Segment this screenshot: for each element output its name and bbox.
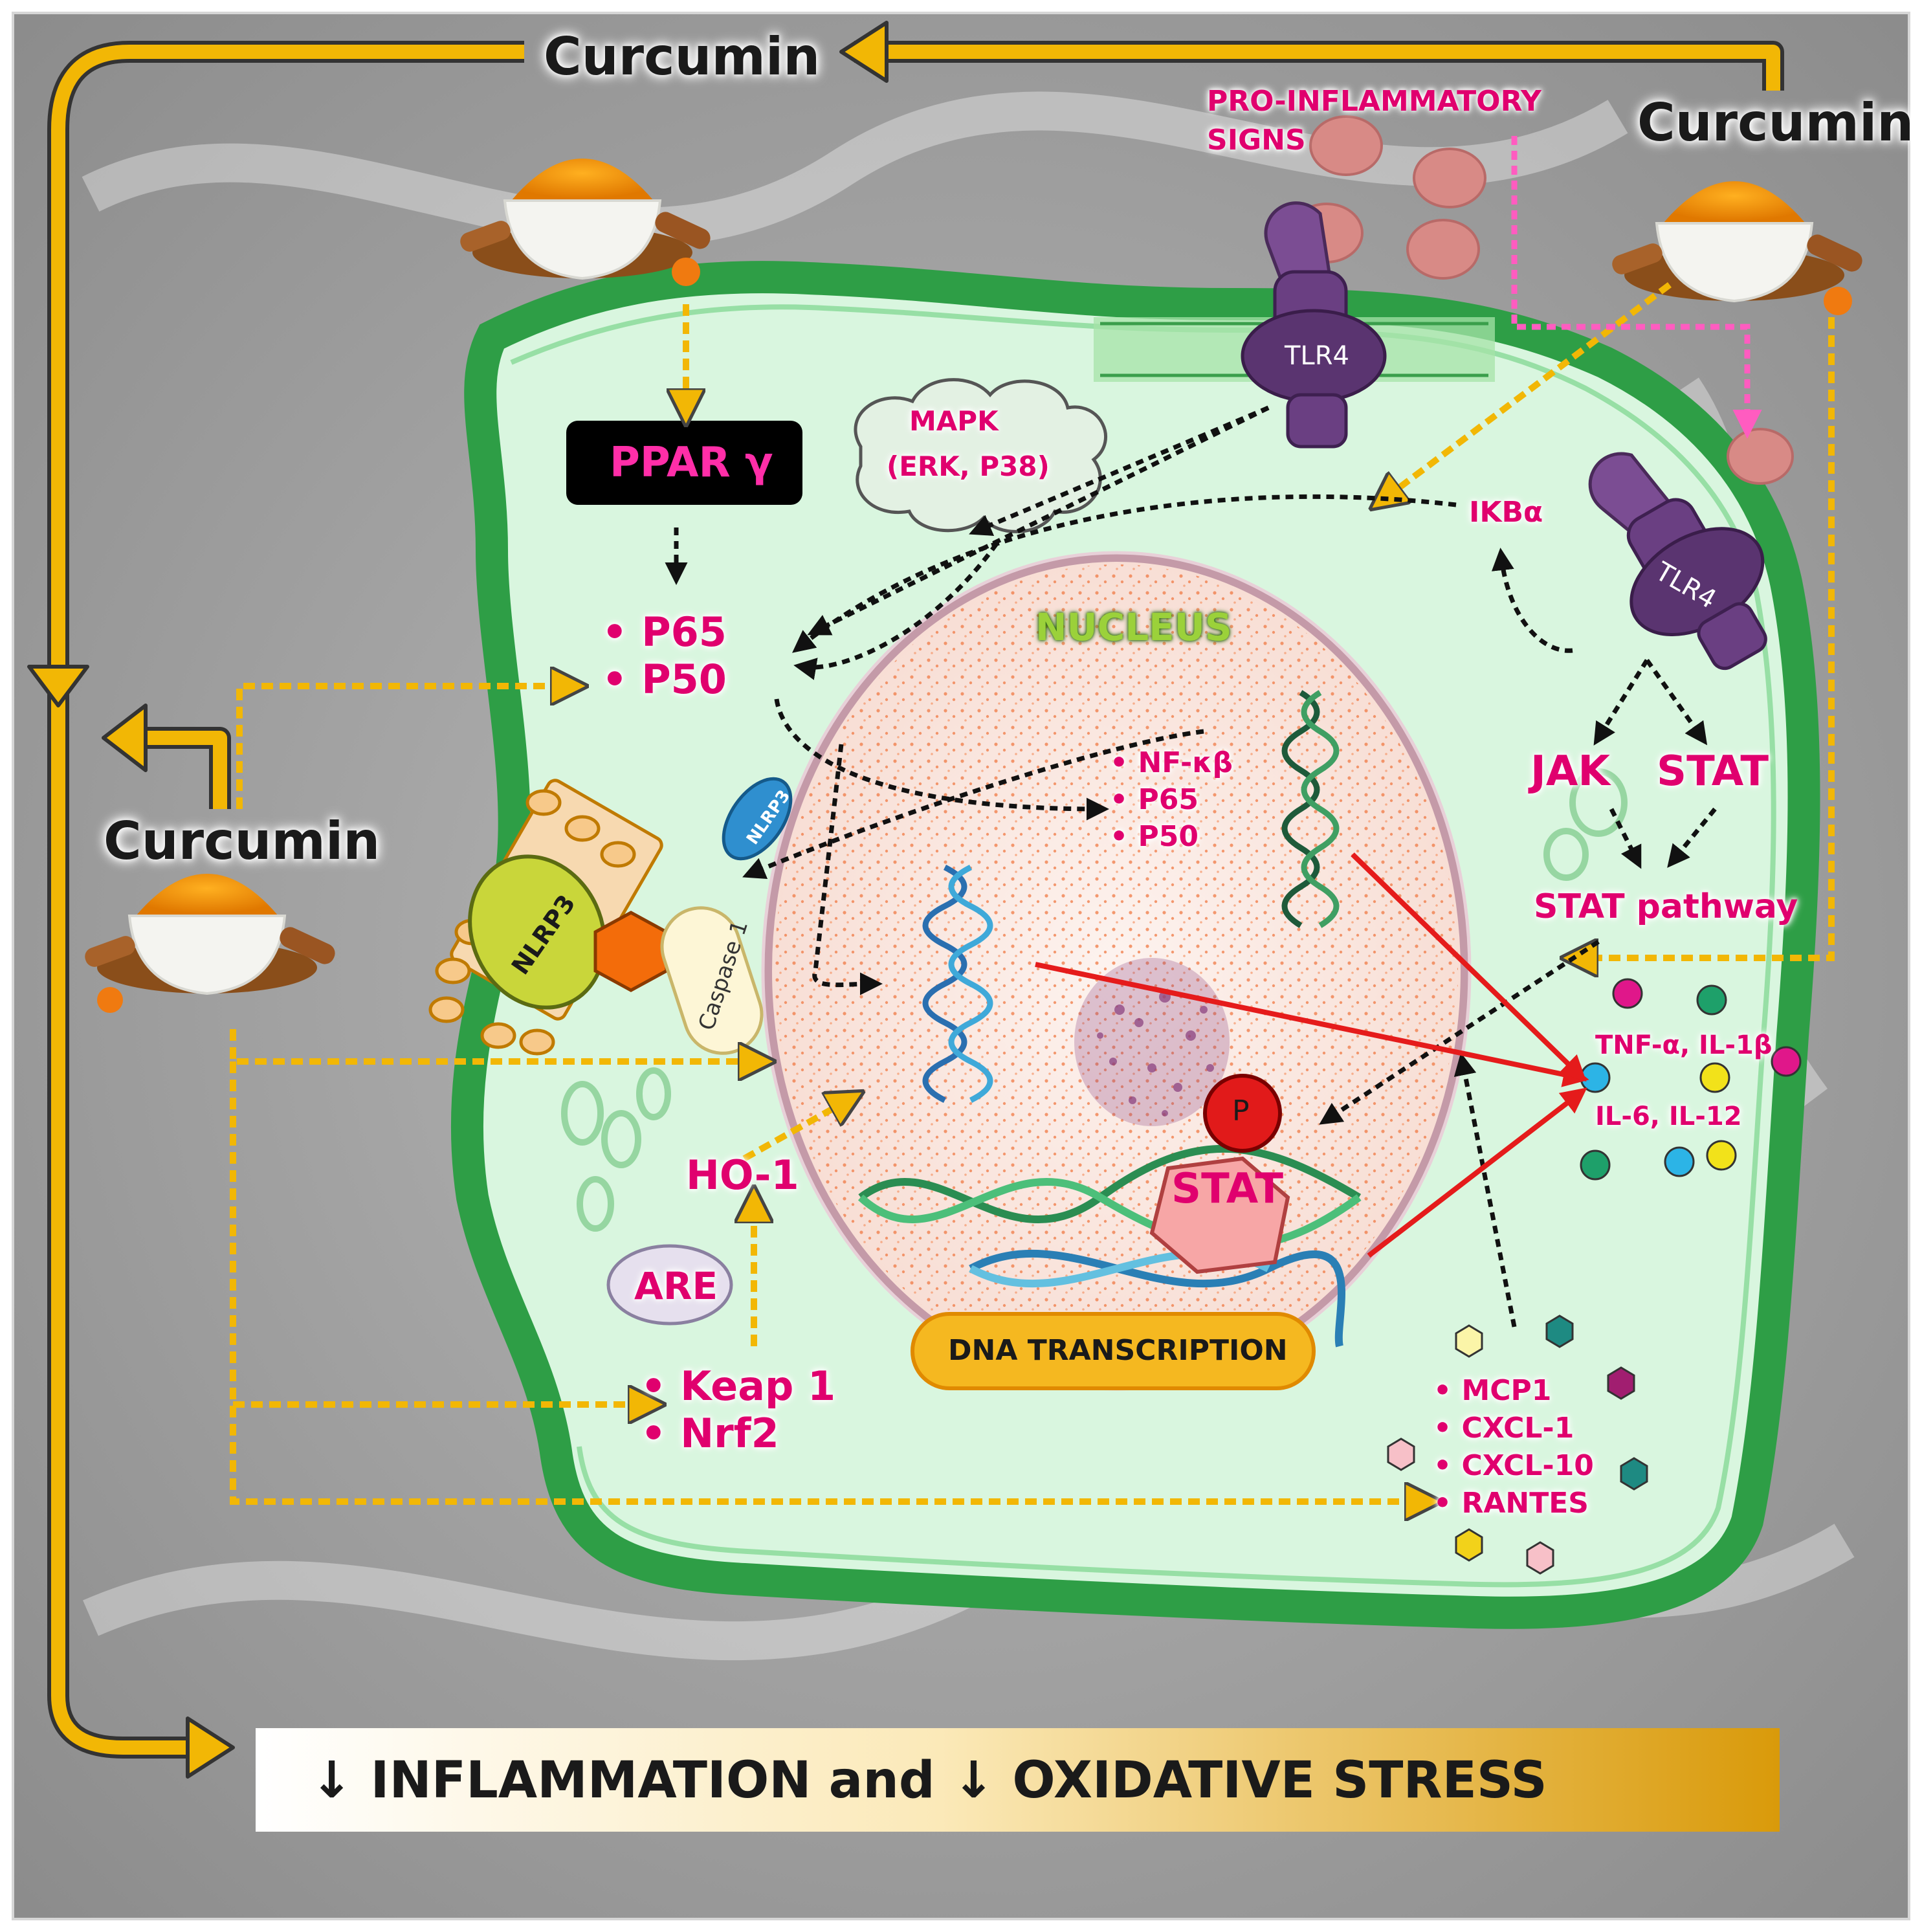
p65-p50-item: P65 [602, 608, 727, 656]
nfkb-item: P65 [1110, 781, 1233, 818]
cytokine-sphere-icon [1580, 978, 1802, 1181]
dna-helix-icon [1281, 690, 1340, 928]
ho1-label: HO-1 [686, 1151, 799, 1199]
stat-pathway-label: STAT pathway [1534, 887, 1798, 926]
keap-nrf-item: Keap 1 [641, 1362, 835, 1410]
turmeric-bowl-icon [85, 874, 335, 1013]
are-label: ARE [634, 1264, 718, 1308]
stat-nucleus-hexagon [1149, 1156, 1290, 1274]
phospho-label: P [1232, 1094, 1250, 1127]
expression-arrows [1035, 852, 1589, 1258]
cytokines-label-line2: IL-6, IL-12 [1595, 1102, 1742, 1131]
ppar-gamma-label: PPAR γ [610, 439, 773, 487]
chemokine-item: CXCL-10 [1433, 1447, 1593, 1485]
nlrp3-small-node [722, 777, 793, 861]
nfkb-list: NF-κβ P65 P50 [1110, 744, 1233, 856]
curcumin-label-right: Curcumin [1637, 93, 1914, 153]
signalling-arrows [665, 405, 1717, 1327]
stat-label-right: STAT [1657, 748, 1769, 795]
turmeric-bowl-icon [1612, 181, 1862, 315]
chemokine-list: MCP1 CXCL-1 CXCL-10 RANTES [1433, 1372, 1594, 1522]
turmeric-bowl-icon [460, 159, 711, 286]
nfkb-item: NF-κβ [1110, 744, 1233, 781]
chemokine-item: CXCL-1 [1433, 1410, 1594, 1447]
dna-transcription-pill [911, 1312, 1316, 1390]
chemokine-item: MCP1 [1433, 1372, 1594, 1410]
pro-inflammatory-pathway-arrow [1511, 136, 1762, 439]
dna-transcription-label: DNA TRANSCRIPTION [948, 1334, 1288, 1367]
jak-label: JAK [1530, 748, 1610, 795]
keap-nrf-item: Nrf2 [641, 1410, 835, 1457]
mapk-cloud [854, 378, 1107, 533]
mapk-label-line1: MAPK [909, 405, 999, 437]
organelle-vesicles [561, 768, 1628, 1232]
phospho-badge [1203, 1074, 1282, 1153]
curcumin-label-top: Curcumin [544, 27, 821, 87]
curcumin-label-left: Curcumin [104, 811, 381, 871]
chemokine-item: RANTES [1433, 1485, 1594, 1522]
chemokine-hexagon-icon [1387, 1315, 1648, 1575]
curcumin-action-arrows [230, 282, 1835, 1502]
are-node [606, 1244, 733, 1326]
tlr4-receptor-icon [1241, 201, 1387, 449]
curcumin-feedback-arrows [27, 21, 1784, 1779]
result-banner [256, 1728, 1780, 1832]
keap-nrf-list: Keap 1 Nrf2 [641, 1362, 835, 1457]
nucleus-label: NUCLEUS [1035, 605, 1232, 649]
cytokines-label-line1: TNF-α, IL-1β [1595, 1030, 1773, 1060]
tlr4-receptor-icon [1588, 452, 1767, 671]
tlr4-top-label: TLR4 [1285, 341, 1349, 371]
pro-inflammatory-label-line1: PRO-INFLAMMATORY [1207, 85, 1541, 118]
nlrp3-inflammasome [428, 779, 764, 1056]
p65-p50-list: P65 P50 [602, 608, 727, 703]
ppar-gamma-box [566, 421, 802, 505]
result-banner-label: ↓ INFLAMMATION and ↓ OXIDATIVE STRESS [311, 1751, 1547, 1810]
chromatin-cluster [1074, 958, 1230, 1126]
pro-inflammatory-label-line2: SIGNS [1207, 124, 1306, 157]
dna-helix-icon [922, 864, 993, 1104]
nfkb-item: P50 [1110, 818, 1233, 855]
p65-p50-item: P50 [602, 656, 727, 703]
mapk-label-line2: (ERK, P38) [887, 450, 1050, 482]
stat-nucleus-label: STAT [1171, 1165, 1283, 1213]
ikba-label: IKBα [1469, 496, 1543, 529]
